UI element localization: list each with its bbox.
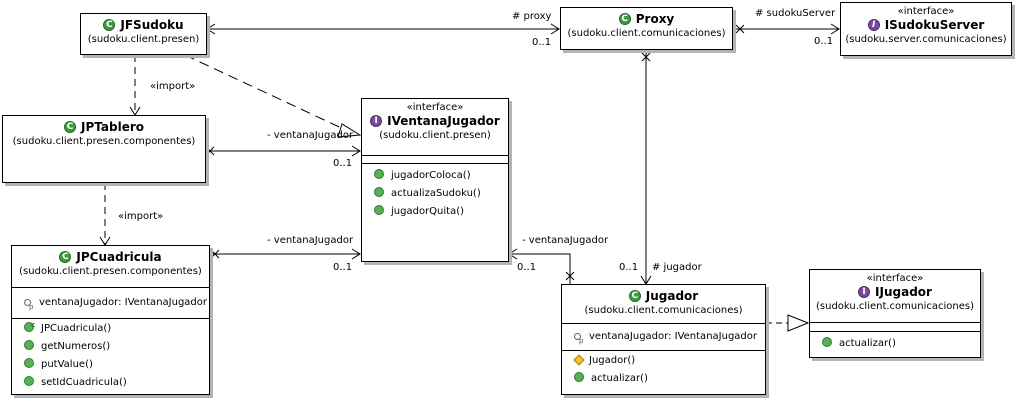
method-row[interactable]: actualizar() bbox=[810, 335, 980, 353]
association-jugador-iventana[interactable] bbox=[509, 253, 571, 284]
class-name: IVentanaJugador bbox=[387, 114, 500, 128]
public-method-icon bbox=[822, 337, 832, 347]
methods-compartment: JPCuadricula() getNumeros() putValue() s… bbox=[12, 316, 209, 392]
class-name: JFSudoku bbox=[120, 18, 184, 32]
methods-compartment: Jugador() actualizar() bbox=[562, 350, 765, 388]
public-method-icon bbox=[574, 372, 584, 382]
package-name: (sudoku.client.presen) bbox=[379, 130, 491, 141]
interface-ijugador[interactable]: «interface» I IJugador (sudoku.client.com… bbox=[809, 269, 981, 358]
multiplicity-cuadricula: 0..1 bbox=[333, 262, 353, 273]
navigable-end-iventana-3 bbox=[508, 248, 518, 260]
import-label-1: «import» bbox=[150, 81, 196, 92]
package-name: (sudoku.client.comunicaciones) bbox=[584, 305, 743, 316]
protected-field-icon bbox=[24, 297, 33, 316]
field-row[interactable]: ventanaJugador: IVentanaJugador bbox=[562, 328, 765, 350]
fields-compartment: ventanaJugador: IVentanaJugador bbox=[562, 323, 765, 350]
method-row[interactable]: Jugador() bbox=[562, 352, 765, 370]
navigable-end-jfsudoku bbox=[206, 23, 216, 35]
constructor-icon bbox=[24, 316, 35, 334]
class-icon: C bbox=[59, 250, 72, 263]
public-method-icon bbox=[24, 340, 34, 350]
package-name: (sudoku.client.comunicaciones) bbox=[567, 28, 726, 39]
stereotype-label: «interface» bbox=[866, 273, 924, 284]
dependency-jfsudoku-iventana[interactable] bbox=[184, 54, 351, 133]
multiplicity-jugador: 0..1 bbox=[619, 262, 639, 273]
abstract-interface-icon: I bbox=[867, 18, 880, 31]
x-end-proxy-2b bbox=[641, 52, 651, 62]
method-row[interactable]: actualizar() bbox=[562, 370, 765, 388]
x-end-tablero-b bbox=[205, 146, 215, 156]
role-label-cuadricula: - ventanaJugador bbox=[267, 235, 354, 246]
interface-isudokuserver[interactable]: «interface» I ISudokuServer (sudoku.serve… bbox=[840, 2, 1012, 56]
x-end-cuadricula-b bbox=[210, 249, 220, 259]
import-label-2: «import» bbox=[118, 211, 164, 222]
class-icon: C bbox=[64, 120, 76, 133]
role-label-jugador-ventana: - ventanaJugador bbox=[522, 235, 609, 246]
multiplicity-tablero: 0..1 bbox=[333, 158, 353, 169]
class-icon: C bbox=[103, 18, 116, 31]
method-row[interactable]: JPCuadricula() bbox=[12, 316, 209, 338]
interface-icon: I bbox=[858, 285, 871, 298]
class-name: Proxy bbox=[635, 12, 675, 26]
package-name: (sudoku.client.presen) bbox=[87, 34, 200, 45]
fields-compartment bbox=[362, 155, 508, 163]
public-method-icon bbox=[374, 205, 384, 215]
fields-compartment: ventanaJugador: IVentanaJugador bbox=[12, 287, 209, 318]
protected-field-icon bbox=[574, 331, 583, 350]
class-name: JPTablero bbox=[81, 120, 144, 134]
interface-iventanajugador[interactable]: «interface» I IVentanaJugador (sudoku.cli… bbox=[361, 98, 509, 262]
role-label-jugador: # jugador bbox=[652, 262, 702, 273]
class-jpcuadricula[interactable]: C JPCuadricula (sudoku.client.presen.comp… bbox=[11, 245, 210, 395]
multiplicity-sudoku-server: 0..1 bbox=[814, 36, 834, 47]
public-method-icon bbox=[24, 358, 34, 368]
class-icon: C bbox=[628, 289, 641, 302]
stereotype-label: «interface» bbox=[897, 6, 955, 17]
method-row[interactable]: putValue() bbox=[12, 356, 209, 374]
method-row[interactable]: setIdCuadricula() bbox=[12, 374, 209, 392]
methods-compartment: actualizar() bbox=[810, 331, 980, 353]
multiplicity-proxy: 0..1 bbox=[532, 37, 552, 48]
x-end-proxy-b bbox=[735, 24, 745, 34]
realization-arrowhead-ijugador bbox=[787, 314, 810, 332]
class-icon: C bbox=[618, 12, 631, 25]
class-name: Jugador bbox=[645, 289, 699, 303]
role-label-sudoku-server: # sudokuServer bbox=[755, 8, 836, 19]
method-row[interactable]: getNumeros() bbox=[12, 338, 209, 356]
realization-arrowhead bbox=[337, 123, 362, 138]
navigable-end-iventana-1 bbox=[351, 145, 361, 157]
package-name: (sudoku.client.presen.componentes) bbox=[19, 266, 202, 277]
method-row[interactable]: actualizaSudoku() bbox=[362, 185, 508, 203]
class-jfsudoku[interactable]: C JFSudoku (sudoku.client.presen) bbox=[80, 13, 207, 55]
class-jptablero[interactable]: C JPTablero (sudoku.client.presen.compone… bbox=[2, 115, 206, 183]
multiplicity-jugador-ventana: 0..1 bbox=[517, 262, 537, 273]
x-end-jugador-b bbox=[565, 271, 575, 281]
class-proxy[interactable]: C Proxy (sudoku.client.comunicaciones) bbox=[560, 7, 733, 50]
public-method-icon bbox=[374, 187, 384, 197]
public-method-icon bbox=[374, 169, 384, 179]
class-name: IJugador bbox=[875, 285, 932, 299]
role-label-tablero: - ventanaJugador bbox=[267, 130, 354, 141]
method-row[interactable]: jugadorQuita() bbox=[362, 203, 508, 221]
package-name: (sudoku.client.comunicaciones) bbox=[816, 301, 974, 312]
fields-compartment bbox=[810, 322, 980, 331]
navigable-end-iventana-2 bbox=[351, 248, 361, 260]
public-method-icon bbox=[24, 376, 34, 386]
class-name: ISudokuServer bbox=[884, 18, 985, 32]
class-name: JPCuadricula bbox=[76, 250, 162, 264]
package-name: (sudoku.server.comunicaciones) bbox=[845, 34, 1007, 45]
role-label-proxy: # proxy bbox=[512, 11, 552, 22]
constructor-icon bbox=[574, 355, 582, 363]
navigable-end-proxy bbox=[550, 23, 560, 35]
interface-icon: I bbox=[370, 114, 383, 127]
method-row[interactable]: jugadorColoca() bbox=[362, 167, 508, 185]
stereotype-label: «interface» bbox=[406, 102, 464, 113]
navigable-end-server bbox=[830, 23, 840, 35]
package-name: (sudoku.client.presen.componentes) bbox=[12, 136, 196, 147]
field-row[interactable]: ventanaJugador: IVentanaJugador bbox=[12, 294, 209, 316]
methods-compartment: jugadorColoca() actualizaSudoku() jugado… bbox=[362, 163, 508, 221]
